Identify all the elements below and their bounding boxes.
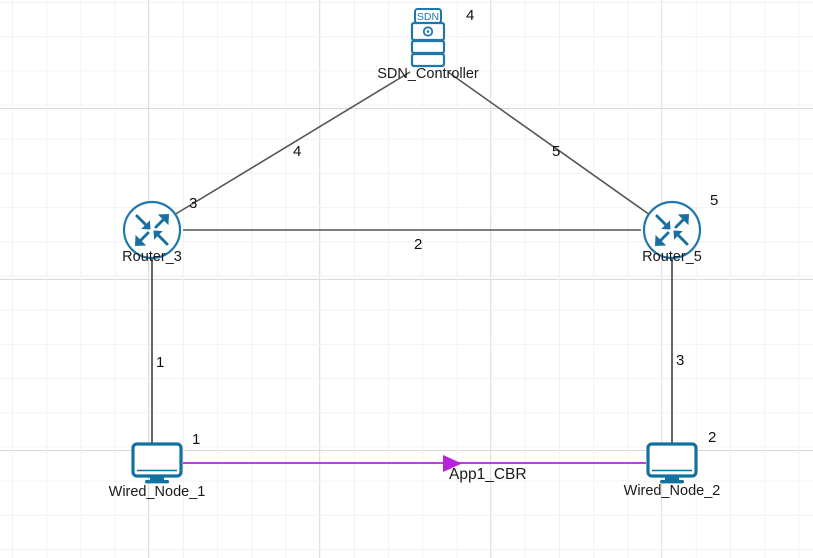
node-label-sdn-controller: SDN_Controller [377, 66, 479, 82]
port-label-router3-node1-1: 1 [156, 354, 165, 371]
node-sdn-controller[interactable]: SDN SDN_Controller [377, 8, 479, 82]
app-flow-group [183, 455, 646, 472]
sdn-controller-icon: SDN [410, 8, 446, 68]
router-icon [642, 200, 702, 260]
node-label-router-3: Router_3 [122, 249, 182, 265]
port-label-node2-2: 2 [708, 429, 717, 446]
node-wired-node-2[interactable]: Wired_Node_2 [624, 440, 720, 499]
router-icon [122, 200, 182, 260]
node-wired-node-1[interactable]: Wired_Node_1 [109, 440, 205, 500]
node-label-router-5: Router_5 [642, 249, 702, 265]
link-sdn-router5[interactable] [447, 71, 651, 216]
desktop-icon [646, 442, 698, 484]
node-router-3[interactable]: Router_3 [121, 199, 183, 265]
app-flow-label: App1_CBR [449, 466, 527, 483]
port-label-router3-3: 3 [189, 195, 198, 212]
links-group [151, 71, 673, 476]
link-router3-sdn[interactable] [173, 71, 411, 216]
sdn-icon-text: SDN [417, 11, 439, 23]
port-label-link-middle-2: 2 [414, 236, 423, 253]
node-label-wired-node-2: Wired_Node_2 [623, 483, 721, 499]
app1-cbr-flow-arrow [443, 455, 462, 472]
node-label-wired-node-1: Wired_Node_1 [108, 484, 206, 500]
node-router-5[interactable]: Router_5 [641, 199, 703, 265]
desktop-icon [131, 442, 183, 484]
port-label-node1-1: 1 [192, 431, 201, 448]
port-label-router5-node2-3: 3 [676, 352, 685, 369]
port-label-sdn-4: 4 [466, 7, 475, 24]
port-label-link-sdn-right-5: 5 [552, 143, 561, 160]
port-label-link-sdn-left-4: 4 [293, 143, 302, 160]
port-label-router5-5: 5 [710, 192, 719, 209]
